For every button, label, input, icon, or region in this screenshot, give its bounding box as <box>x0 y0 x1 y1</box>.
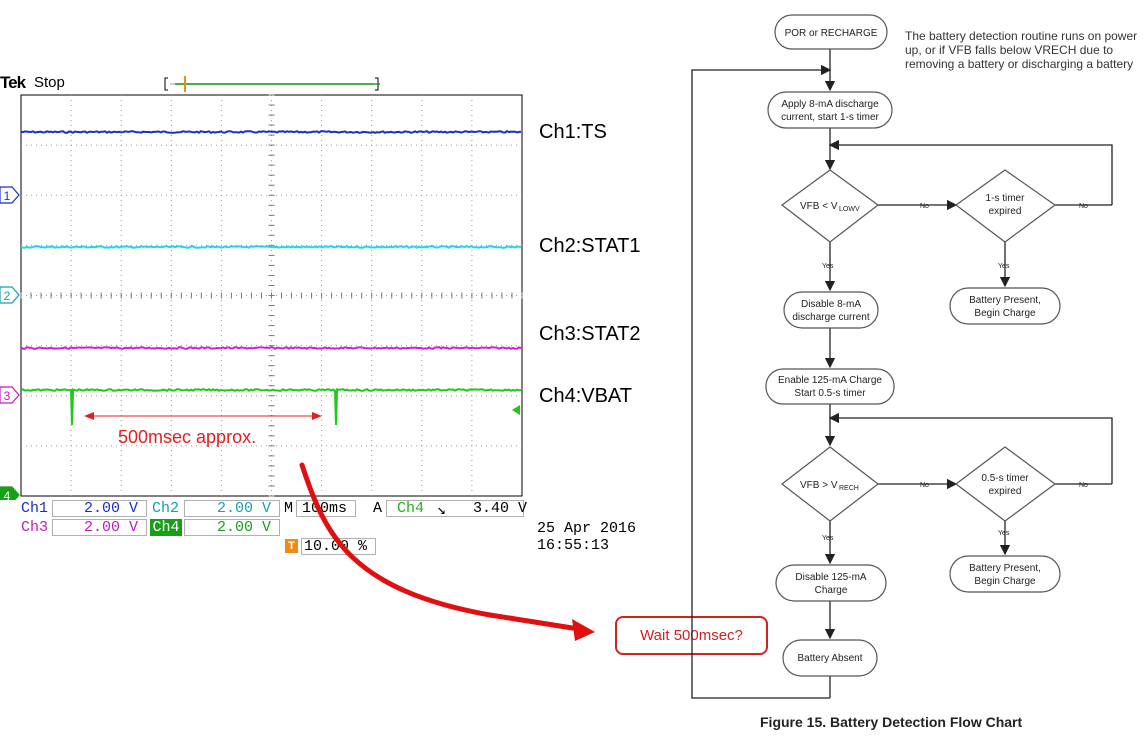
disable125-label-1: Disable 125-mA <box>795 572 866 583</box>
trigger-level: 3.40 V <box>473 500 528 517</box>
trigger-source: Ch4 <box>397 500 425 517</box>
svg-text:3: 3 <box>4 389 11 403</box>
start-label: POR or RECHARGE <box>785 28 878 39</box>
yes-label-1: Yes <box>822 263 834 270</box>
ch4-name: Ch4:VBAT <box>539 385 632 407</box>
vfb-lowv-decision <box>780 169 880 243</box>
ch2-scale-readout: 2.00 V <box>184 500 280 517</box>
start-terminal <box>774 14 888 50</box>
disable8-label-1: Disable 8-mA <box>801 299 861 310</box>
no-label-2: No <box>1079 203 1088 210</box>
ch3-trace <box>20 346 522 351</box>
ch3-scale-readout: 2.00 V <box>52 519 147 536</box>
present2-label-1: Battery Present, <box>969 563 1041 574</box>
present2-label-2: Begin Charge <box>974 576 1036 587</box>
enable-label-2: Start 0.5-s timer <box>794 388 866 399</box>
no-label-1: No <box>920 203 929 210</box>
enable-label-1: Enable 125-mA Charge <box>778 375 882 386</box>
t1-label-2: expired <box>989 206 1022 217</box>
battery-present-1 <box>949 287 1061 325</box>
ch1-trace <box>20 130 522 134</box>
scope-run-state: Stop <box>34 74 65 91</box>
ch3-readout-label: Ch3 <box>21 519 49 536</box>
disable125-label-2: Charge <box>815 585 848 596</box>
yes-label-4: Yes <box>998 530 1010 537</box>
t2-label-2: expired <box>989 486 1022 497</box>
apply-discharge-step <box>767 91 893 129</box>
time-readout-label: M <box>284 500 294 517</box>
trigger-slope-icon: ↘ <box>437 502 447 519</box>
disable8-label-2: discharge current <box>792 312 869 323</box>
scope-brand: Tek <box>0 73 26 92</box>
ch1-scale-readout: 2.00 V <box>52 500 147 517</box>
d2-subscript: RECH <box>839 485 859 492</box>
ch4-scale-readout: 2.00 V <box>184 519 280 536</box>
t1-label-1: 1-s timer <box>986 193 1026 204</box>
ch4-readout-label: Ch4 <box>150 519 182 536</box>
no-label-4: No <box>1079 482 1088 489</box>
ch1-ground-marker: 1 <box>0 186 20 204</box>
ch4-ground-marker: 4 <box>0 486 20 500</box>
ch1-readout-label: Ch1 <box>21 500 49 517</box>
record-position-bar <box>164 76 380 92</box>
callout-arrow <box>299 462 595 641</box>
present1-label-2: Begin Charge <box>974 308 1036 319</box>
absent-label: Battery Absent <box>797 653 862 664</box>
ch1-name: Ch1:TS <box>539 121 607 143</box>
trigger-readout-label: A <box>373 500 383 517</box>
ch2-name: Ch2:STAT1 <box>539 235 641 257</box>
ch4-trace <box>20 388 522 426</box>
svg-text:2: 2 <box>4 289 11 303</box>
enable-charge-step <box>765 368 895 405</box>
d1-label: VFB < V <box>800 201 838 212</box>
svg-text:1: 1 <box>4 189 11 203</box>
battery-present-2 <box>949 555 1061 593</box>
d1-subscript: LOWV <box>839 206 860 213</box>
scope-time: 16:55:13 <box>537 537 610 554</box>
ch2-ground-marker: 2 <box>0 286 20 304</box>
timer2-decision <box>955 446 1057 522</box>
interval-arrow <box>84 412 322 420</box>
ch3-name: Ch3:STAT2 <box>539 323 641 345</box>
flowchart-note: The battery detection routine runs on po… <box>905 29 1138 71</box>
channel-markers: 1 2 3 4 <box>0 186 20 500</box>
svg-text:4: 4 <box>4 489 11 500</box>
present1-label-1: Battery Present, <box>969 295 1041 306</box>
battery-absent-step <box>782 639 878 677</box>
apply-label-2: current, start 1-s timer <box>781 112 879 123</box>
apply-label-1: Apply 8-mA discharge <box>781 99 879 110</box>
interval-annotation: 500msec approx. <box>118 427 257 447</box>
vfb-rech-decision <box>781 446 879 522</box>
figure-caption: Figure 15. Battery Detection Flow Chart <box>760 714 1023 730</box>
disable-8ma-step <box>783 291 879 329</box>
scope-date: 25 Apr 2016 <box>537 520 637 537</box>
ch2-trace <box>20 245 522 249</box>
disable-125ma-step <box>775 564 887 602</box>
timebase-readout: 100ms <box>296 500 356 517</box>
no-label-3: No <box>920 482 929 489</box>
trigger-readout <box>386 500 524 517</box>
waveform-traces <box>20 130 522 426</box>
ch2-readout-label: Ch2 <box>152 500 180 517</box>
yes-label-2: Yes <box>998 263 1010 270</box>
yes-label-3: Yes <box>822 535 834 542</box>
timer1-decision <box>954 169 1057 243</box>
ch3-ground-marker: 3 <box>0 386 20 404</box>
t2-label-1: 0.5-s timer <box>981 473 1029 484</box>
battery-detection-flowchart: POR or RECHARGE Apply 8-mA discharge cur… <box>691 14 1113 699</box>
trigger-level-arrow <box>512 405 520 415</box>
trigger-position-icon: T <box>285 539 298 553</box>
d2-label: VFB > V <box>800 480 838 491</box>
graticule-grid <box>20 94 523 497</box>
